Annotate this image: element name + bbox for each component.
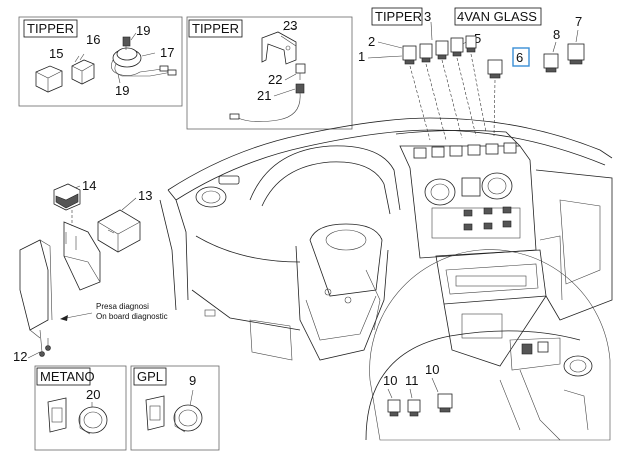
gpl-title: GPL xyxy=(137,369,163,384)
dashboard-switch-row xyxy=(413,142,517,159)
tipper-switch-label: TIPPER xyxy=(375,9,422,24)
diagnostic-label-en: On board diagnostic xyxy=(96,312,168,321)
switch-block-5 xyxy=(465,35,477,53)
part-label-9: 9 xyxy=(189,373,196,388)
part-label-21: 21 xyxy=(257,88,271,103)
part-label-5: 5 xyxy=(474,31,481,46)
connector-part-14 xyxy=(53,183,81,211)
cable-part-21 xyxy=(229,83,305,122)
part-label-22: 22 xyxy=(268,72,282,87)
metano-box: METANO 20 xyxy=(34,365,127,451)
tipper-left-box: TIPPER 15 16 19 17 19 xyxy=(18,16,183,107)
gpl-box: GPL 9 xyxy=(130,365,220,451)
metano-title: METANO xyxy=(40,369,95,384)
module-part-13 xyxy=(97,209,141,253)
top-switches-group: TIPPER 3 4VAN GLASS 2 1 5 6 8 7 xyxy=(358,7,585,141)
part-label-16: 16 xyxy=(86,32,100,47)
part-label-1: 1 xyxy=(358,49,365,64)
part-label-17: 17 xyxy=(160,45,174,60)
switch-part-22 xyxy=(295,63,306,80)
part-label-2: 2 xyxy=(368,34,375,49)
diagnostic-callout: Presa diagnosi On board diagnostic xyxy=(60,302,168,321)
bracket-assembly xyxy=(19,210,101,339)
bracket-part-23 xyxy=(261,31,297,65)
part-label-8: 8 xyxy=(553,27,560,42)
switch-part-10a xyxy=(387,399,401,417)
part-label-3: 3 xyxy=(424,9,431,24)
part-label-6: 6 xyxy=(516,50,523,65)
part-label-12: 12 xyxy=(13,349,27,364)
relay-part-15 xyxy=(35,65,63,93)
gauge-part-9 xyxy=(145,395,203,433)
switch-part-11 xyxy=(407,399,421,417)
van-glass-label: 4VAN GLASS xyxy=(457,9,537,24)
switch-block-4b xyxy=(450,37,464,57)
switch-block-4a xyxy=(435,40,449,60)
diagnostic-label-it: Presa diagnosi xyxy=(96,302,149,311)
switch-block-1 xyxy=(402,45,417,65)
part-label-18: 19 xyxy=(136,23,150,38)
relay-part-16 xyxy=(71,53,95,85)
detail-circle: 10 11 10 xyxy=(365,249,611,441)
part-label-10a: 10 xyxy=(383,373,397,388)
switch-block-8 xyxy=(543,53,559,73)
part-label-19: 19 xyxy=(115,83,129,98)
dashboard-assembly xyxy=(159,117,613,367)
highlighted-part-box xyxy=(512,47,530,67)
part-label-23: 23 xyxy=(283,18,297,33)
part-label-11: 11 xyxy=(405,373,419,388)
tipper-mid-box: TIPPER 23 22 21 xyxy=(186,16,353,130)
tipper-mid-title: TIPPER xyxy=(192,21,239,36)
part-label-20: 20 xyxy=(86,387,100,402)
tipper-left-title: TIPPER xyxy=(27,21,74,36)
part-label-7: 7 xyxy=(575,14,582,29)
switch-block-7 xyxy=(567,43,585,65)
part-label-14: 14 xyxy=(82,178,96,193)
part-label-13: 13 xyxy=(138,188,152,203)
switch-block-6 xyxy=(487,59,503,79)
switch-part-10b xyxy=(437,393,453,413)
buzzer-part-17 xyxy=(111,36,177,77)
part-label-10b: 10 xyxy=(425,362,439,377)
left-parts-group: 14 13 12 xyxy=(13,178,152,364)
switch-block-3 xyxy=(419,43,433,63)
part-label-15: 15 xyxy=(49,46,63,61)
gauge-part-20 xyxy=(47,397,108,435)
